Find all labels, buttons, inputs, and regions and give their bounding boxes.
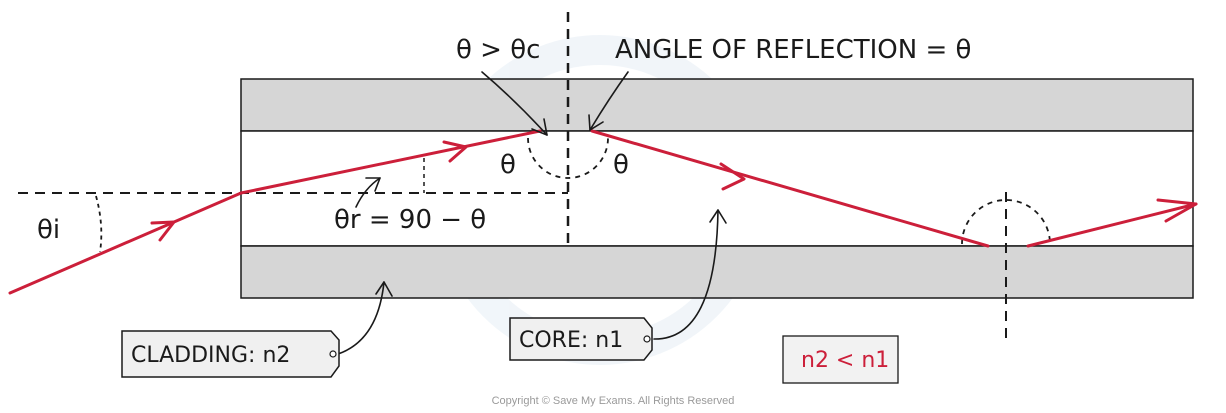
ray-exit-segment <box>1026 202 1198 248</box>
cladding-bottom <box>240 245 1194 299</box>
pointer-theta-c <box>481 71 548 136</box>
core-tag-label: CORE: n1 <box>519 328 623 353</box>
pointer-cladding-head <box>375 281 393 297</box>
ray-refracted-segment <box>239 129 542 195</box>
condition-box-frame <box>782 335 899 384</box>
condition-box: n2 < n1 <box>782 335 899 384</box>
theta-i-arc <box>95 195 103 253</box>
cladding-tag-hole <box>329 350 337 358</box>
pointer-theta-r-head <box>365 177 381 192</box>
cladding-tag: CLADDING: n2 <box>121 330 340 378</box>
arrowhead-reflected <box>719 162 746 191</box>
light-ray <box>8 129 1198 295</box>
reflection-arc-centre <box>527 137 609 179</box>
theta-right-label: θ <box>613 150 629 180</box>
theta-r-label: θr = 90 − θ <box>334 205 486 235</box>
ray-incident-segment <box>8 191 243 295</box>
theta-left-label: θ <box>500 150 516 180</box>
pointer-reflection <box>589 71 629 131</box>
pointer-theta-r <box>355 177 381 208</box>
copyright-text: Copyright © Save My Exams. All Rights Re… <box>492 395 735 407</box>
arrowhead-refracted <box>442 140 468 163</box>
core-tag-shape <box>509 317 653 361</box>
cladding-tag-shape <box>121 330 340 378</box>
pointer-core <box>653 209 719 340</box>
cladding-tag-label: CLADDING: n2 <box>131 343 290 368</box>
ray-arrowheads <box>150 140 1198 242</box>
theta-gt-thetac-label: θ > θc <box>456 35 540 65</box>
pointer-core-head <box>709 209 727 224</box>
core-tag: CORE: n1 <box>509 317 653 361</box>
theta-i-label: θi <box>37 215 60 245</box>
pointer-arrows <box>337 71 727 355</box>
pointer-theta-c-head <box>531 118 548 136</box>
pointer-reflection-head <box>588 114 604 131</box>
condition-label: n2 < n1 <box>801 348 889 373</box>
ray-reflected-segment <box>590 129 990 248</box>
arrowhead-incident <box>150 220 176 242</box>
angle-of-reflection-label: ANGLE OF REFLECTION = θ <box>615 35 971 65</box>
arrowhead-exit <box>1156 198 1198 223</box>
core-tag-hole <box>643 335 651 343</box>
cladding-top <box>240 78 1194 132</box>
pointer-cladding <box>337 281 385 355</box>
